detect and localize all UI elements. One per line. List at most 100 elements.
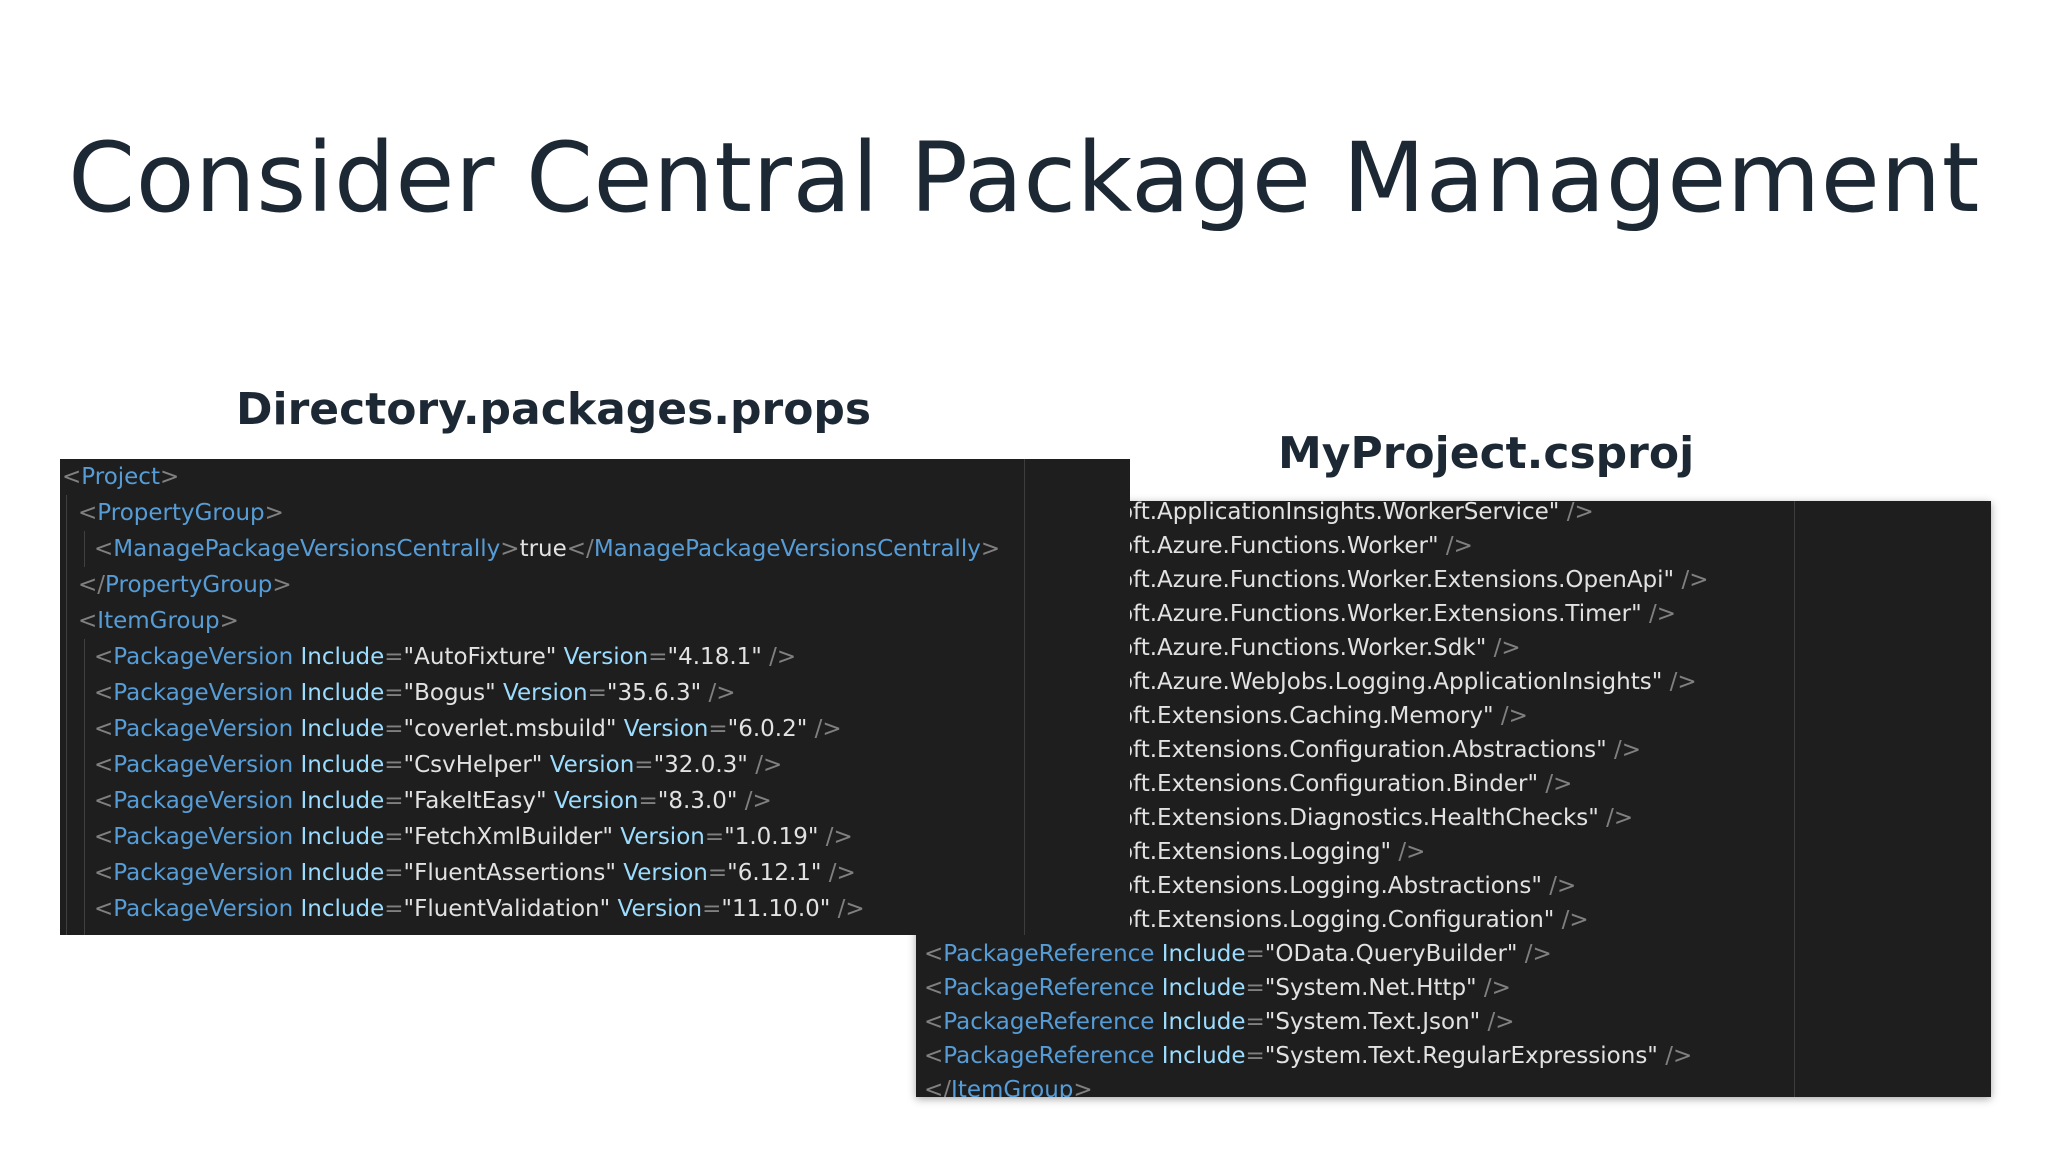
code-line-manage-centrally: <ManagePackageVersionsCentrally>true</Ma… [94, 536, 1001, 562]
punct: < [94, 896, 114, 922]
punct: /> [830, 896, 865, 922]
punct: /> [747, 752, 783, 778]
package-version: "35.6.3" [606, 680, 702, 706]
package-name: "AutoFixture" [403, 644, 557, 670]
tag-itemgroup: ItemGroup [97, 608, 220, 634]
props-code-panel: <Project> <PropertyGroup> <ManagePackage… [60, 459, 1130, 935]
package-reference-line: <PackageReference Include="System.Text.J… [924, 1005, 1515, 1039]
punct: /> [807, 716, 842, 742]
space [496, 680, 503, 706]
punct: = [384, 752, 404, 778]
punct: /> [1480, 1009, 1515, 1035]
attr-include: Include [300, 860, 385, 886]
punct: /> [818, 824, 853, 850]
space [556, 644, 563, 670]
attr-include: Include [300, 716, 385, 742]
space [293, 788, 300, 814]
tag-itemgroup-close: ItemGroup [951, 1077, 1074, 1097]
attr-include: Include [300, 788, 385, 814]
attr-version: Version [563, 644, 649, 670]
tag-propertygroup: PropertyGroup [97, 500, 265, 526]
attr-include: Include [300, 824, 385, 850]
space [616, 716, 623, 742]
package-name: "System.Net.Http" [1264, 975, 1477, 1001]
package-version: "11.10.0" [721, 896, 831, 922]
attr-version: Version [553, 788, 639, 814]
code-line-project-open: <Project> [62, 464, 180, 490]
tag-packageversion: PackageVersion [113, 860, 294, 886]
punct: < [924, 941, 944, 967]
punct: /> [1538, 771, 1573, 797]
attr-include: Include [1161, 1043, 1246, 1069]
tag-packagereference: PackageReference [943, 1009, 1155, 1035]
punct: /> [1554, 907, 1589, 933]
punct: /> [1517, 941, 1552, 967]
space [293, 824, 300, 850]
package-name: "Microsoft.Azure.WebJobs.Logging.Applica… [1034, 669, 1663, 695]
package-version-line: <PackageVersion Include="AutoFixture" Ve… [94, 639, 796, 675]
punct: = [1245, 975, 1265, 1001]
space [542, 752, 549, 778]
punct: < [94, 716, 114, 742]
package-version-line: <PackageVersion Include="FluentAssertion… [94, 855, 856, 891]
space [1154, 1043, 1161, 1069]
indent-guide [66, 495, 67, 935]
punct: /> [1476, 975, 1511, 1001]
package-name: "Microsoft.Azure.Functions.Worker.Extens… [1034, 567, 1675, 593]
punct: = [704, 824, 725, 850]
package-version-line: <PackageVersion Include="Bogus" Version=… [94, 675, 736, 711]
attr-include: Include [1161, 1009, 1246, 1035]
punct: < [924, 975, 944, 1001]
attr-include: Include [300, 680, 385, 706]
attr-include: Include [300, 644, 385, 670]
package-version-line: <PackageVersion Include="FetchXmlBuilder… [94, 819, 853, 855]
attr-version: Version [623, 860, 708, 886]
package-name: "Bogus" [403, 680, 496, 706]
package-version: "6.0.2" [727, 716, 808, 742]
punct: /> [1674, 567, 1709, 593]
space [293, 752, 300, 778]
punct: > [1073, 1077, 1093, 1097]
punct: /> [1438, 533, 1473, 559]
punct: < [94, 824, 114, 850]
punct: = [1245, 1043, 1265, 1069]
punct: = [384, 860, 404, 886]
package-name: "coverlet.msbuild" [403, 716, 617, 742]
package-reference-line: <PackageReference Include="System.Net.Ht… [924, 971, 1511, 1005]
punct: /> [1657, 1043, 1693, 1069]
ruler-line [1794, 501, 1795, 1097]
space [1154, 941, 1161, 967]
punct: /> [1559, 501, 1594, 525]
space [293, 896, 300, 922]
space [293, 860, 300, 886]
space [1154, 1009, 1161, 1035]
code-line-itemgroup-open: <ItemGroup> [78, 608, 239, 634]
punct: < [94, 860, 114, 886]
punct: < [924, 1009, 944, 1035]
punct: /> [1391, 839, 1426, 865]
space [293, 644, 300, 670]
package-name: "FluentValidation" [403, 896, 611, 922]
space [293, 680, 300, 706]
punct: /> [1606, 737, 1642, 763]
punct: /> [761, 644, 797, 670]
package-name: "FakeItEasy" [403, 788, 547, 814]
package-version: "6.12.1" [727, 860, 822, 886]
tag-manage-close: ManagePackageVersionsCentrally [593, 536, 981, 562]
tag-packageversion: PackageVersion [113, 896, 294, 922]
punct: < [94, 644, 114, 670]
slide-title: Consider Central Package Management [68, 122, 1980, 234]
attr-version: Version [620, 824, 705, 850]
punct: = [634, 752, 654, 778]
package-name: "Microsoft.Azure.Functions.Worker.Extens… [1034, 601, 1642, 627]
package-version: "32.0.3" [653, 752, 748, 778]
punct: /> [1541, 873, 1577, 899]
punct: /> [1662, 669, 1697, 695]
tag-packageversion: PackageVersion [113, 752, 294, 778]
package-version: "8.3.0" [657, 788, 738, 814]
tag-manage-open: ManagePackageVersionsCentrally [113, 536, 501, 562]
punct: = [384, 644, 404, 670]
attr-include: Include [1161, 941, 1246, 967]
punct: </ [924, 1077, 952, 1097]
indent-guide [84, 531, 85, 567]
